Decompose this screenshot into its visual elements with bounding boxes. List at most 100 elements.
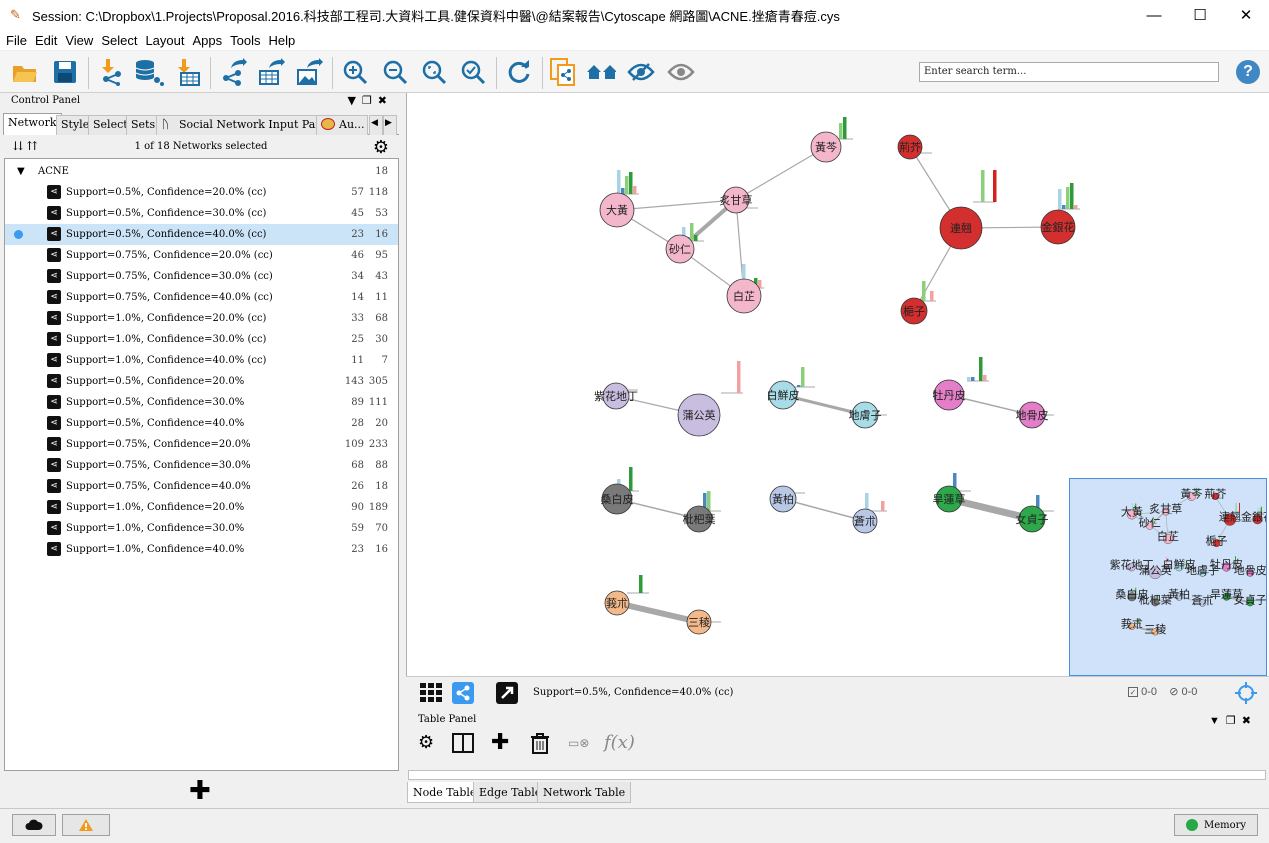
network-canvas[interactable]: 黃芩大黃炙甘草砂仁白芷荊芥連翹金銀花梔子紫花地丁蒲公英白鮮皮地膚子牡丹皮地骨皮桑… [406, 93, 1269, 676]
close-panel-icon[interactable]: ✖ [377, 94, 393, 107]
menu-apps[interactable]: Apps [192, 32, 223, 48]
tab-network-table[interactable]: Network Table [537, 782, 632, 803]
show-all-icon[interactable] [666, 57, 696, 87]
table-grid[interactable] [408, 770, 1266, 780]
import-database-icon[interactable] [134, 57, 164, 87]
expand-triangle-icon[interactable]: ▼ [17, 166, 25, 177]
export-image-icon[interactable] [294, 57, 324, 87]
open-session-icon[interactable] [10, 57, 40, 87]
menu-select[interactable]: Select [101, 32, 138, 48]
node-circle[interactable] [677, 393, 721, 437]
help-icon[interactable]: ? [1236, 60, 1260, 84]
graph-node[interactable]: 地骨皮 [1016, 401, 1055, 429]
graph-node[interactable]: 牡丹皮 [933, 357, 990, 411]
node-circle[interactable] [768, 380, 798, 410]
graph-edge[interactable] [782, 498, 866, 522]
node-circle[interactable] [939, 206, 983, 250]
zoom-selected-icon[interactable] [458, 57, 488, 87]
tab-autoannotate[interactable]: Au... [316, 115, 368, 135]
node-circle[interactable] [601, 483, 633, 515]
export-network-icon[interactable] [218, 57, 248, 87]
graph-node[interactable]: 炙甘草 [720, 186, 759, 214]
node-circle[interactable] [1040, 209, 1076, 245]
zoom-in-icon[interactable] [340, 57, 370, 87]
node-circle[interactable] [897, 134, 923, 160]
menu-file[interactable]: File [6, 32, 27, 48]
menu-view[interactable]: View [65, 32, 94, 48]
maximize-button[interactable]: ☐ [1193, 7, 1207, 24]
table-panel-menu-icon[interactable]: ▼ [1209, 715, 1226, 727]
node-circle[interactable] [900, 297, 928, 325]
graph-node[interactable]: 連翹 [939, 170, 997, 250]
graph-node[interactable]: 紫花地丁 [594, 382, 638, 410]
graph-edge[interactable] [616, 600, 700, 625]
import-network-icon[interactable] [96, 57, 126, 87]
graph-node[interactable]: 梔子 [900, 281, 936, 325]
graph-node[interactable]: 莪朮 [604, 575, 649, 616]
menu-help[interactable]: Help [268, 32, 296, 48]
detach-view-icon[interactable] [496, 682, 518, 704]
graph-node[interactable]: 蒼朮 [852, 493, 887, 534]
delete-column-icon[interactable] [530, 732, 550, 759]
show-columns-icon[interactable] [452, 732, 474, 759]
hide-selected-icon[interactable] [626, 57, 656, 87]
menu-layout[interactable]: Layout [145, 32, 185, 48]
node-circle[interactable] [935, 485, 963, 513]
node-circle[interactable] [810, 131, 842, 163]
zoom-fit-icon[interactable] [419, 57, 449, 87]
tab-scroll-left-icon[interactable]: ◀ [369, 115, 383, 135]
node-circle[interactable] [722, 186, 750, 214]
navigator-crosshair-icon[interactable] [1235, 682, 1257, 707]
tab-scroll-right-icon[interactable]: ▶ [383, 115, 397, 135]
graph-node[interactable]: 桑白皮 [601, 467, 640, 515]
save-session-icon[interactable] [50, 57, 80, 87]
refresh-icon[interactable] [504, 57, 534, 87]
tab-social-network-input-panel[interactable]: ᚢ Social Network Input Panel [156, 115, 338, 135]
table-settings-gear-icon[interactable]: ⚙ [418, 732, 435, 752]
graph-node[interactable]: 砂仁 [665, 223, 704, 264]
graph-node[interactable]: 白鮮皮 [767, 367, 816, 410]
close-button[interactable]: ✕ [1239, 7, 1253, 24]
table-float-icon[interactable]: ❐ [1225, 715, 1242, 727]
tab-style[interactable]: Style [56, 115, 95, 135]
graph-node[interactable]: 旱蓮草 [933, 473, 972, 513]
memory-button[interactable]: Memory [1174, 814, 1258, 836]
graph-node[interactable]: 枇杷葉 [683, 491, 722, 533]
new-network-from-selection-icon[interactable] [548, 57, 578, 87]
node-circle[interactable] [1018, 505, 1046, 533]
float-panel-icon[interactable]: ❐ [361, 94, 378, 107]
node-circle[interactable] [1018, 401, 1046, 429]
network-overview-minimap[interactable]: 黃芩大黃炙甘草砂仁白芷荊芥連翹金銀花梔子紫花地丁蒲公英白鮮皮地膚子牡丹皮地骨皮桑… [1069, 478, 1267, 676]
node-circle[interactable] [685, 505, 713, 533]
node-circle[interactable] [602, 382, 630, 410]
collapse-all-icon[interactable]: ⇊ [13, 139, 28, 153]
grid-view-icon[interactable] [420, 683, 442, 706]
graph-node[interactable]: 荊芥 [897, 134, 932, 160]
unlink-table-icon[interactable]: ▭⊗ [568, 736, 590, 750]
node-circle[interactable] [604, 590, 630, 616]
expand-all-icon[interactable]: ⇈ [27, 139, 42, 153]
graph-node[interactable]: 蒲公英 [677, 361, 743, 437]
node-circle[interactable] [726, 278, 762, 314]
graph-edge[interactable] [616, 199, 737, 211]
node-circle[interactable] [933, 379, 965, 411]
tab-select[interactable]: Select [88, 115, 133, 135]
menu-edit[interactable]: Edit [34, 32, 58, 48]
graph-node[interactable]: 黃柏 [769, 485, 805, 513]
graph-edge[interactable] [735, 146, 827, 201]
panel-menu-icon[interactable]: ▼ [347, 94, 362, 107]
node-circle[interactable] [599, 192, 635, 228]
graph-node[interactable]: 金銀花 [1040, 183, 1080, 245]
import-table-icon[interactable] [172, 57, 202, 87]
